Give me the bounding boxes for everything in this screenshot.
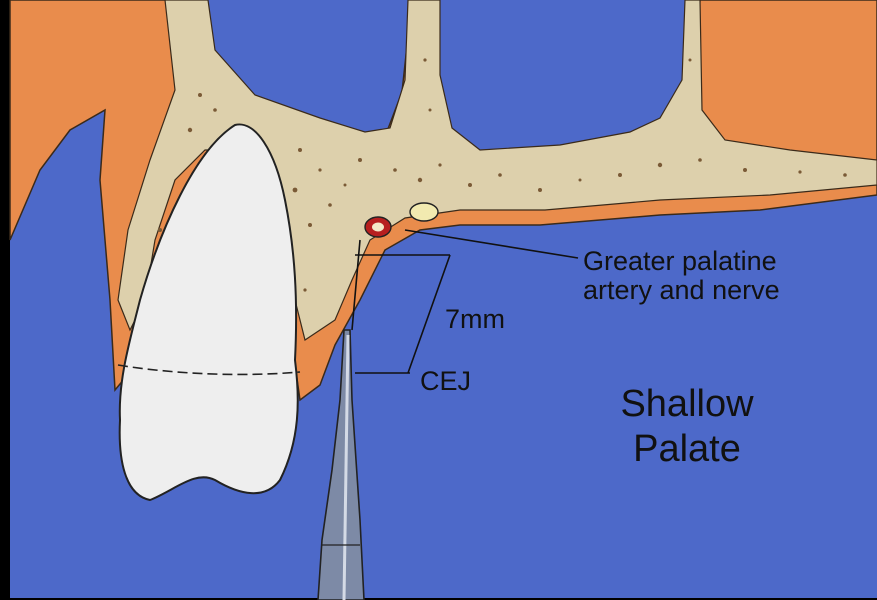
title-line1: Shallow [572, 382, 802, 427]
artery-label-line1: Greater palatine [583, 247, 780, 276]
artery-label-line2: artery and nerve [583, 276, 780, 305]
artery-lumen [372, 223, 384, 232]
nerve [410, 203, 438, 221]
measurement-label: 7mm [445, 305, 505, 334]
cej-label: CEJ [420, 367, 471, 396]
shallow-palate-title: Shallow Palate [572, 382, 802, 472]
title-line2: Palate [572, 427, 802, 472]
artery-nerve-label: Greater palatine artery and nerve [583, 247, 780, 305]
